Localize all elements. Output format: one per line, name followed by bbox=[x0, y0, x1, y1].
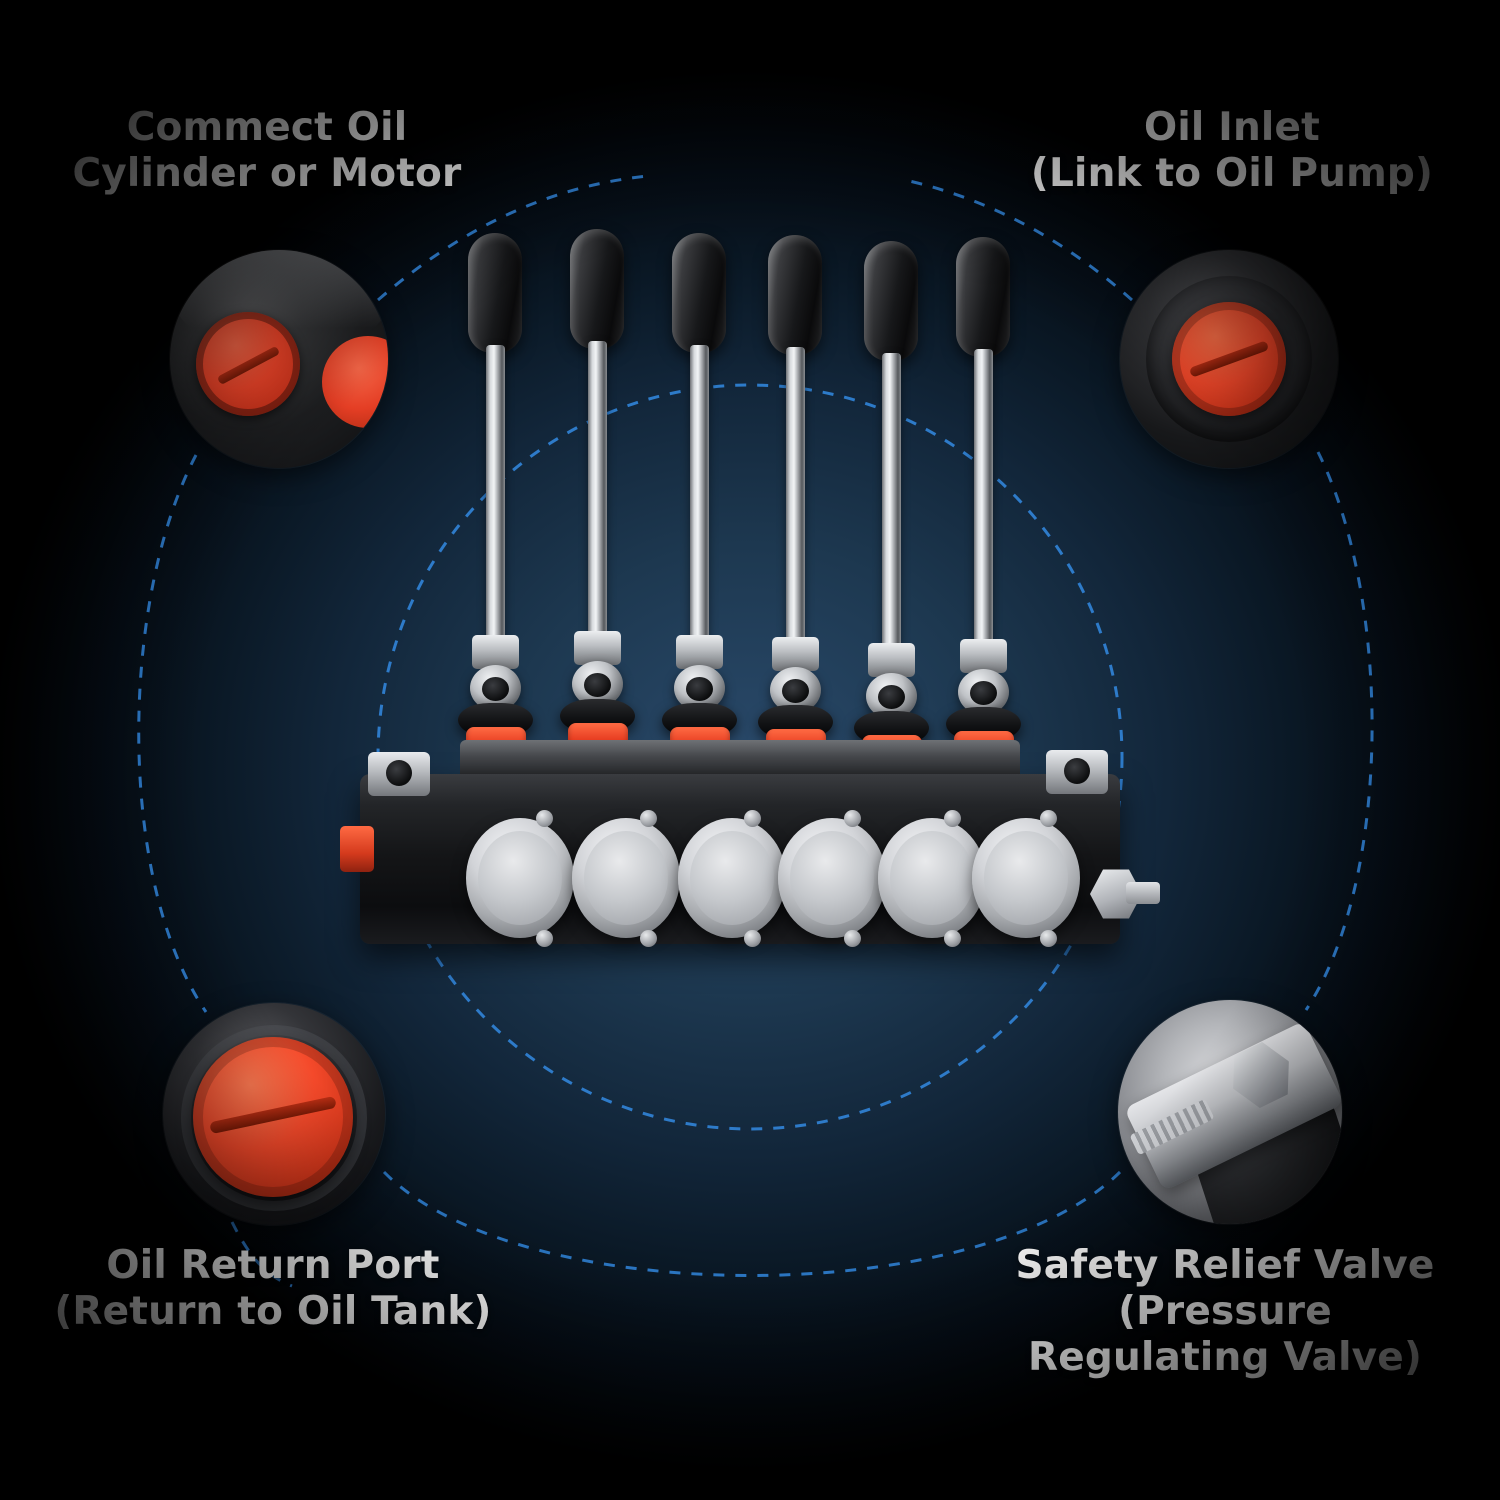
inlet-port-fitting bbox=[368, 752, 430, 796]
cap-inner bbox=[790, 831, 874, 925]
cap-inner bbox=[584, 831, 668, 925]
cap-screw bbox=[744, 930, 761, 947]
valve-body bbox=[340, 740, 1160, 985]
lever-hex-nut bbox=[574, 631, 621, 665]
lever-rod bbox=[974, 349, 993, 649]
lever-hex-nut bbox=[772, 637, 819, 671]
cap-screw bbox=[536, 930, 553, 947]
callout-label-oil-return: Oil Return Port (Return to Oil Tank) bbox=[54, 1243, 492, 1334]
safety-relief-valve bbox=[1082, 858, 1160, 930]
cap-screw bbox=[944, 810, 961, 827]
lever-hex-nut bbox=[676, 635, 723, 669]
cap-screw bbox=[640, 810, 657, 827]
cap-inner bbox=[690, 831, 774, 925]
lever-knob-icon bbox=[864, 241, 918, 361]
cap-screw bbox=[536, 810, 553, 827]
cap-screw bbox=[944, 930, 961, 947]
work-port-closeup bbox=[170, 250, 388, 468]
lever-hex-nut bbox=[960, 639, 1007, 673]
red-plug-icon bbox=[1172, 302, 1286, 416]
lever-knob-icon bbox=[570, 229, 624, 349]
callout-label-safety-relief: Safety Relief Valve (Pressure Regulating… bbox=[1015, 1243, 1435, 1380]
spool-end-cap-6 bbox=[972, 818, 1080, 938]
relief-valve-closeup bbox=[1118, 1000, 1342, 1224]
callout-label-connect-oil: Commect Oil Cylinder or Motor bbox=[72, 105, 462, 196]
cap-screw bbox=[1040, 930, 1057, 947]
work-port-plug bbox=[340, 826, 374, 872]
inlet-port-closeup bbox=[1120, 250, 1338, 468]
cap-screw bbox=[844, 930, 861, 947]
spool-end-cap-2 bbox=[572, 818, 680, 938]
spool-end-cap-3 bbox=[678, 818, 786, 938]
lever-rod bbox=[486, 345, 505, 645]
lever-hex-nut bbox=[472, 635, 519, 669]
cap-screw bbox=[844, 810, 861, 827]
relief-adjust-screw bbox=[1126, 882, 1160, 904]
lever-rod bbox=[588, 341, 607, 641]
cap-screw bbox=[744, 810, 761, 827]
hydraulic-valve-product bbox=[330, 215, 1170, 1015]
return-port-fitting bbox=[1046, 750, 1108, 794]
lever-hex-nut bbox=[868, 643, 915, 677]
spool-end-cap-5 bbox=[878, 818, 986, 938]
callout-label-oil-inlet: Oil Inlet (Link to Oil Pump) bbox=[1030, 105, 1434, 196]
lever-rod bbox=[882, 353, 901, 653]
spool-end-cap-4 bbox=[778, 818, 886, 938]
red-plug-icon bbox=[193, 1037, 353, 1197]
cap-inner bbox=[890, 831, 974, 925]
cap-inner bbox=[478, 831, 562, 925]
cap-screw bbox=[1040, 810, 1057, 827]
lever-knob-icon bbox=[768, 235, 822, 355]
lever-knob-icon bbox=[468, 233, 522, 353]
spool-end-cap-1 bbox=[466, 818, 574, 938]
red-plug-icon bbox=[196, 312, 300, 416]
lever-rod bbox=[786, 347, 805, 647]
cap-inner bbox=[984, 831, 1068, 925]
cap-screw bbox=[640, 930, 657, 947]
lever-knob-icon bbox=[672, 233, 726, 353]
return-port-closeup bbox=[163, 1003, 385, 1225]
lever-knob-icon bbox=[956, 237, 1010, 357]
lever-rod bbox=[690, 345, 709, 645]
